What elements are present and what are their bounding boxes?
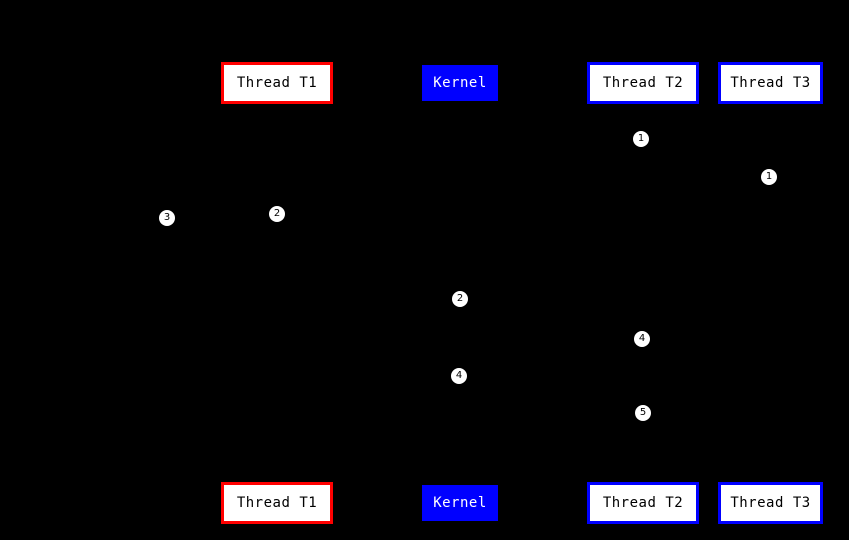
sequence-number-badge: 3 <box>159 210 175 226</box>
lifeline-t2 <box>643 104 644 482</box>
sequence-number-badge: 4 <box>451 368 467 384</box>
message-arrow-m4 <box>167 218 277 219</box>
participant-t2-top[interactable]: Thread T2 <box>587 62 699 104</box>
lifeline-t3 <box>770 104 771 482</box>
sequence-number-badge: 1 <box>633 131 649 147</box>
participant-t3-bottom[interactable]: Thread T3 <box>718 482 823 524</box>
participant-t3-top[interactable]: Thread T3 <box>718 62 823 104</box>
sequence-number-badge: 2 <box>452 291 468 307</box>
participant-kernel-top[interactable]: Kernel <box>422 65 498 101</box>
participant-label: Thread T3 <box>730 495 811 511</box>
sequence-number-badge: 4 <box>634 331 650 347</box>
participant-label: Thread T2 <box>602 495 684 511</box>
participant-t1-bottom[interactable]: Thread T1 <box>221 482 333 524</box>
participant-label: Thread T3 <box>730 75 811 91</box>
sequence-number-badge: 5 <box>635 405 651 421</box>
participant-t2-bottom[interactable]: Thread T2 <box>587 482 699 524</box>
lifeline-t1 <box>277 104 278 482</box>
participant-label: Thread T1 <box>236 495 318 511</box>
sequence-number-badge: 2 <box>269 206 285 222</box>
participant-label: Thread T1 <box>236 75 318 91</box>
participant-t1-top[interactable]: Thread T1 <box>221 62 333 104</box>
participant-label: Kernel <box>433 495 487 511</box>
participant-label: Kernel <box>433 75 487 91</box>
participant-kernel-bottom[interactable]: Kernel <box>422 485 498 521</box>
participant-label: Thread T2 <box>602 75 684 91</box>
sequence-number-badge: 1 <box>761 169 777 185</box>
